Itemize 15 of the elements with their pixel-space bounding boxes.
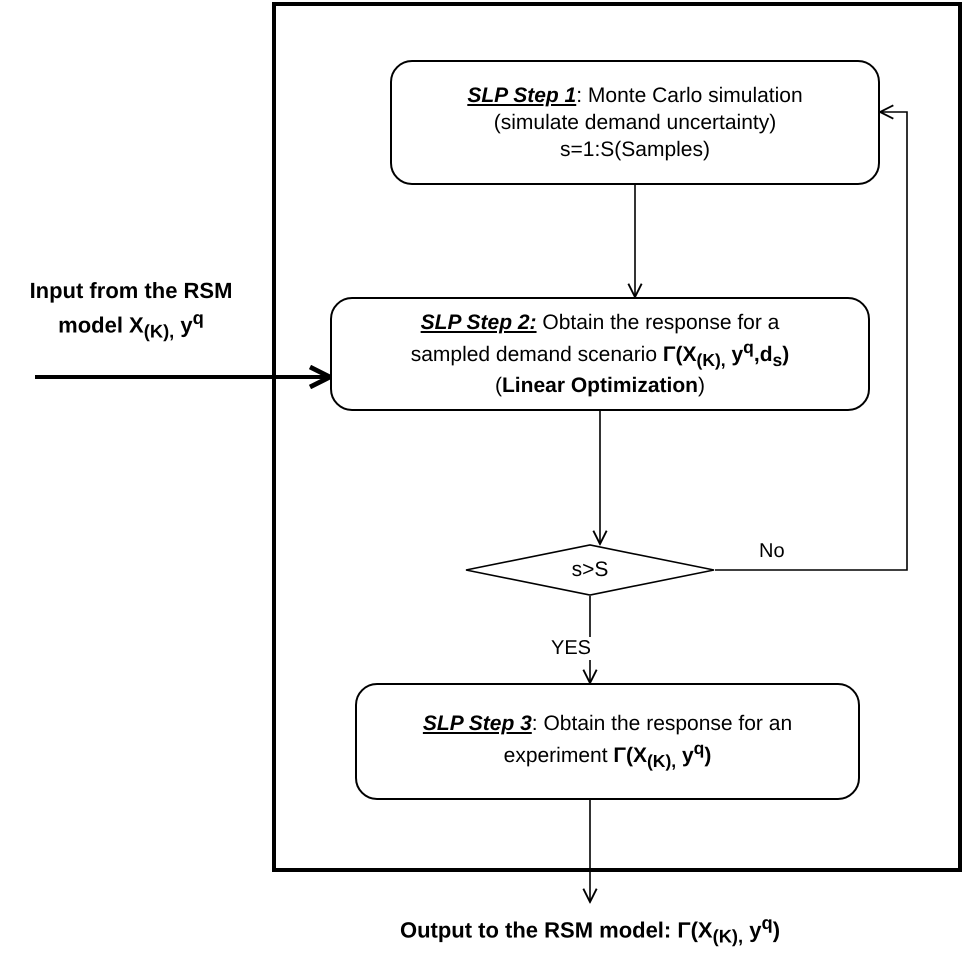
arrow	[592, 411, 608, 545]
step-text: SLP Step 2: Obtain the response for a sampled demand scenario Γ(X$_{(K),}$ y$^{q}$,d$_{s}$) (Linear Optimization)	[410, 310, 790, 399]
step-text: SLP Step 1: Monte Carlo simulation (simulate demand uncertainty) s=1:S(Samples)	[466, 82, 804, 164]
process-box	[355, 683, 860, 800]
arrow	[35, 364, 332, 390]
io-text: Input from the RSM model X$_{(K),}$ y$^{q}$	[28, 276, 234, 344]
arrow	[627, 185, 643, 298]
process-box	[390, 60, 880, 185]
step-text: SLP Step 3: Obtain the response for an experiment Γ(X$_{(K),}$ y$^{q}$)	[422, 710, 794, 774]
io-text: Output to the RSM model: Γ(X$_{(K),}$ y$^{q}$)	[400, 911, 780, 949]
frame-box	[272, 2, 962, 872]
arrow	[582, 800, 598, 903]
process-box	[330, 297, 870, 411]
condition-text: s>S	[572, 557, 608, 584]
arrow	[715, 104, 908, 571]
